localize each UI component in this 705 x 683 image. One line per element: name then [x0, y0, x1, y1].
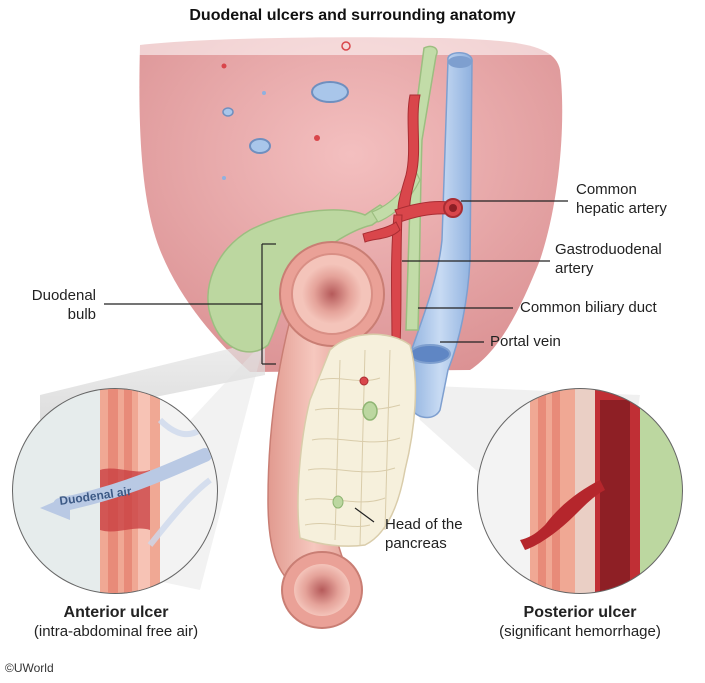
label-portal-vein: Portal vein [490, 333, 561, 350]
portal-vein [407, 52, 473, 419]
copyright-notice: ©UWorld [5, 661, 54, 675]
label-line: artery [555, 260, 594, 277]
portal-vein-opening [409, 344, 451, 364]
anterior-ulcer-caption: Anterior ulcer (intra-abdominal free air… [0, 603, 232, 641]
label-duodenal-bulb: Duodenal bulb [10, 286, 96, 324]
label-line: hepatic artery [576, 200, 667, 217]
label-line: pancreas [385, 535, 447, 552]
label-common-biliary-duct: Common biliary duct [520, 299, 657, 316]
leader-lines [104, 200, 568, 523]
posterior-ulcer-title: Posterior ulcer [523, 604, 637, 621]
posterior-ulcer-subtitle: (significant hemorrhage) [499, 623, 661, 640]
label-line: bulb [67, 306, 96, 323]
anterior-ulcer-title: Anterior ulcer [63, 604, 169, 621]
liver-vessel-sections [221, 41, 351, 180]
label-head-of-pancreas: Head of the pancreas [385, 515, 463, 553]
gallbladder [207, 204, 392, 353]
label-line: Head of the [385, 516, 463, 533]
label-gastroduodenal-artery: Gastroduodenal artery [555, 240, 662, 278]
anterior-ulcer-subtitle: (intra-abdominal free air) [33, 623, 199, 640]
liver-fade-top [130, 30, 580, 55]
label-common-hepatic-artery: Common hepatic artery [576, 180, 667, 218]
label-line: Common [576, 181, 637, 198]
label-line: Duodenal [31, 287, 96, 304]
page-title: Duodenal ulcers and surrounding anatomy [189, 7, 516, 24]
posterior-ulcer-caption: Posterior ulcer (significant hemorrhage) [470, 603, 690, 641]
label-line: Gastroduodenal [555, 241, 662, 258]
